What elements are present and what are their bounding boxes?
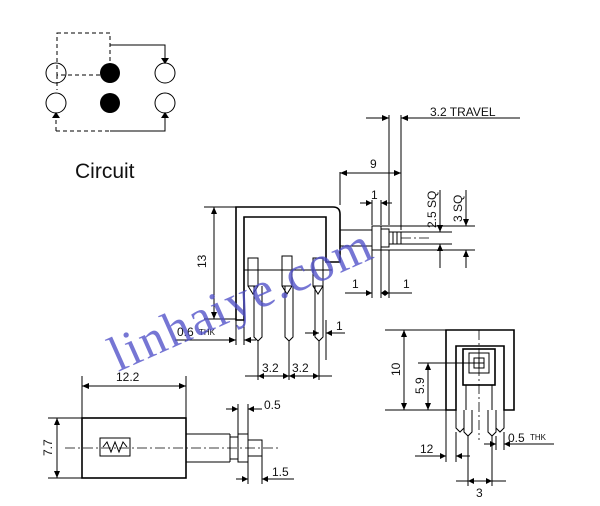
circuit-diagram: Circuit bbox=[45, 32, 176, 183]
dim-end-thk-unit: THK bbox=[530, 433, 547, 442]
dim-thk: 0.6 bbox=[177, 325, 194, 339]
actuator-neck bbox=[380, 228, 390, 248]
end-view: 10 5.9 12 0.5 THK 3 bbox=[385, 329, 554, 500]
dim-pitch-a: 3.2 bbox=[262, 361, 279, 375]
housing-outline bbox=[235, 206, 341, 321]
dim-offset: 1 bbox=[336, 319, 343, 333]
end-pin-right bbox=[487, 410, 497, 437]
dim-travel: 3.2 TRAVEL bbox=[430, 105, 496, 119]
terminal-open-1 bbox=[45, 62, 67, 84]
terminal-common-1 bbox=[100, 63, 120, 83]
resistor-icon bbox=[99, 437, 131, 457]
terminal-open-3 bbox=[45, 92, 67, 114]
contact-right bbox=[312, 257, 324, 287]
actuator-base bbox=[371, 225, 382, 251]
dim-length: 9 bbox=[370, 157, 377, 171]
dim-top-width: 12.2 bbox=[116, 370, 140, 384]
dim-end-pin-gap: 3 bbox=[476, 486, 483, 500]
dim-gap-left: 1 bbox=[352, 277, 359, 291]
end-pin-left bbox=[463, 410, 473, 437]
circuit-dashed-box bbox=[56, 32, 111, 76]
end-housing bbox=[445, 329, 515, 411]
dim-pin-gap-top: 1 bbox=[371, 188, 378, 202]
dim-end-thk: 0.5 bbox=[508, 431, 525, 445]
arrow-down-icon bbox=[161, 58, 169, 64]
dim-thk-unit: THK bbox=[199, 328, 216, 337]
dim-top-tip: 1.5 bbox=[272, 465, 289, 479]
dim-top-shaft: 0.5 bbox=[264, 398, 281, 412]
contact-middle bbox=[281, 255, 293, 287]
top-view: 12.2 7.7 0.5 1.5 bbox=[41, 370, 294, 484]
dim-pitch-b: 3.2 bbox=[292, 361, 309, 375]
dim-end-center: 5.9 bbox=[413, 377, 427, 394]
dim-end-width: 12 bbox=[420, 442, 434, 456]
circuit-link-bottom bbox=[110, 116, 166, 132]
circuit-link-top bbox=[110, 44, 166, 60]
dim-height: 13 bbox=[195, 254, 209, 268]
dim-gap-right: 1 bbox=[403, 277, 410, 291]
terminal-open-4 bbox=[154, 92, 176, 114]
actuator-button bbox=[388, 231, 402, 245]
arrow-up-icon bbox=[52, 112, 60, 118]
terminal-open-2 bbox=[154, 62, 176, 84]
terminal-common-2 bbox=[100, 93, 120, 113]
dim-end-height: 10 bbox=[389, 362, 403, 376]
dim-3-sq: 3 SQ bbox=[451, 195, 465, 222]
circuit-caption: Circuit bbox=[75, 160, 135, 183]
arrow-up-icon bbox=[161, 112, 169, 118]
dim-top-height: 7.7 bbox=[41, 439, 55, 456]
dim-2-5-sq: 2.5 SQ bbox=[425, 191, 439, 228]
contact-left bbox=[247, 257, 259, 287]
side-view: 3.2 TRAVEL 9 1 2.5 SQ 3 SQ 13 bbox=[175, 105, 520, 380]
watermark-text: linhaiye.com bbox=[100, 216, 382, 383]
